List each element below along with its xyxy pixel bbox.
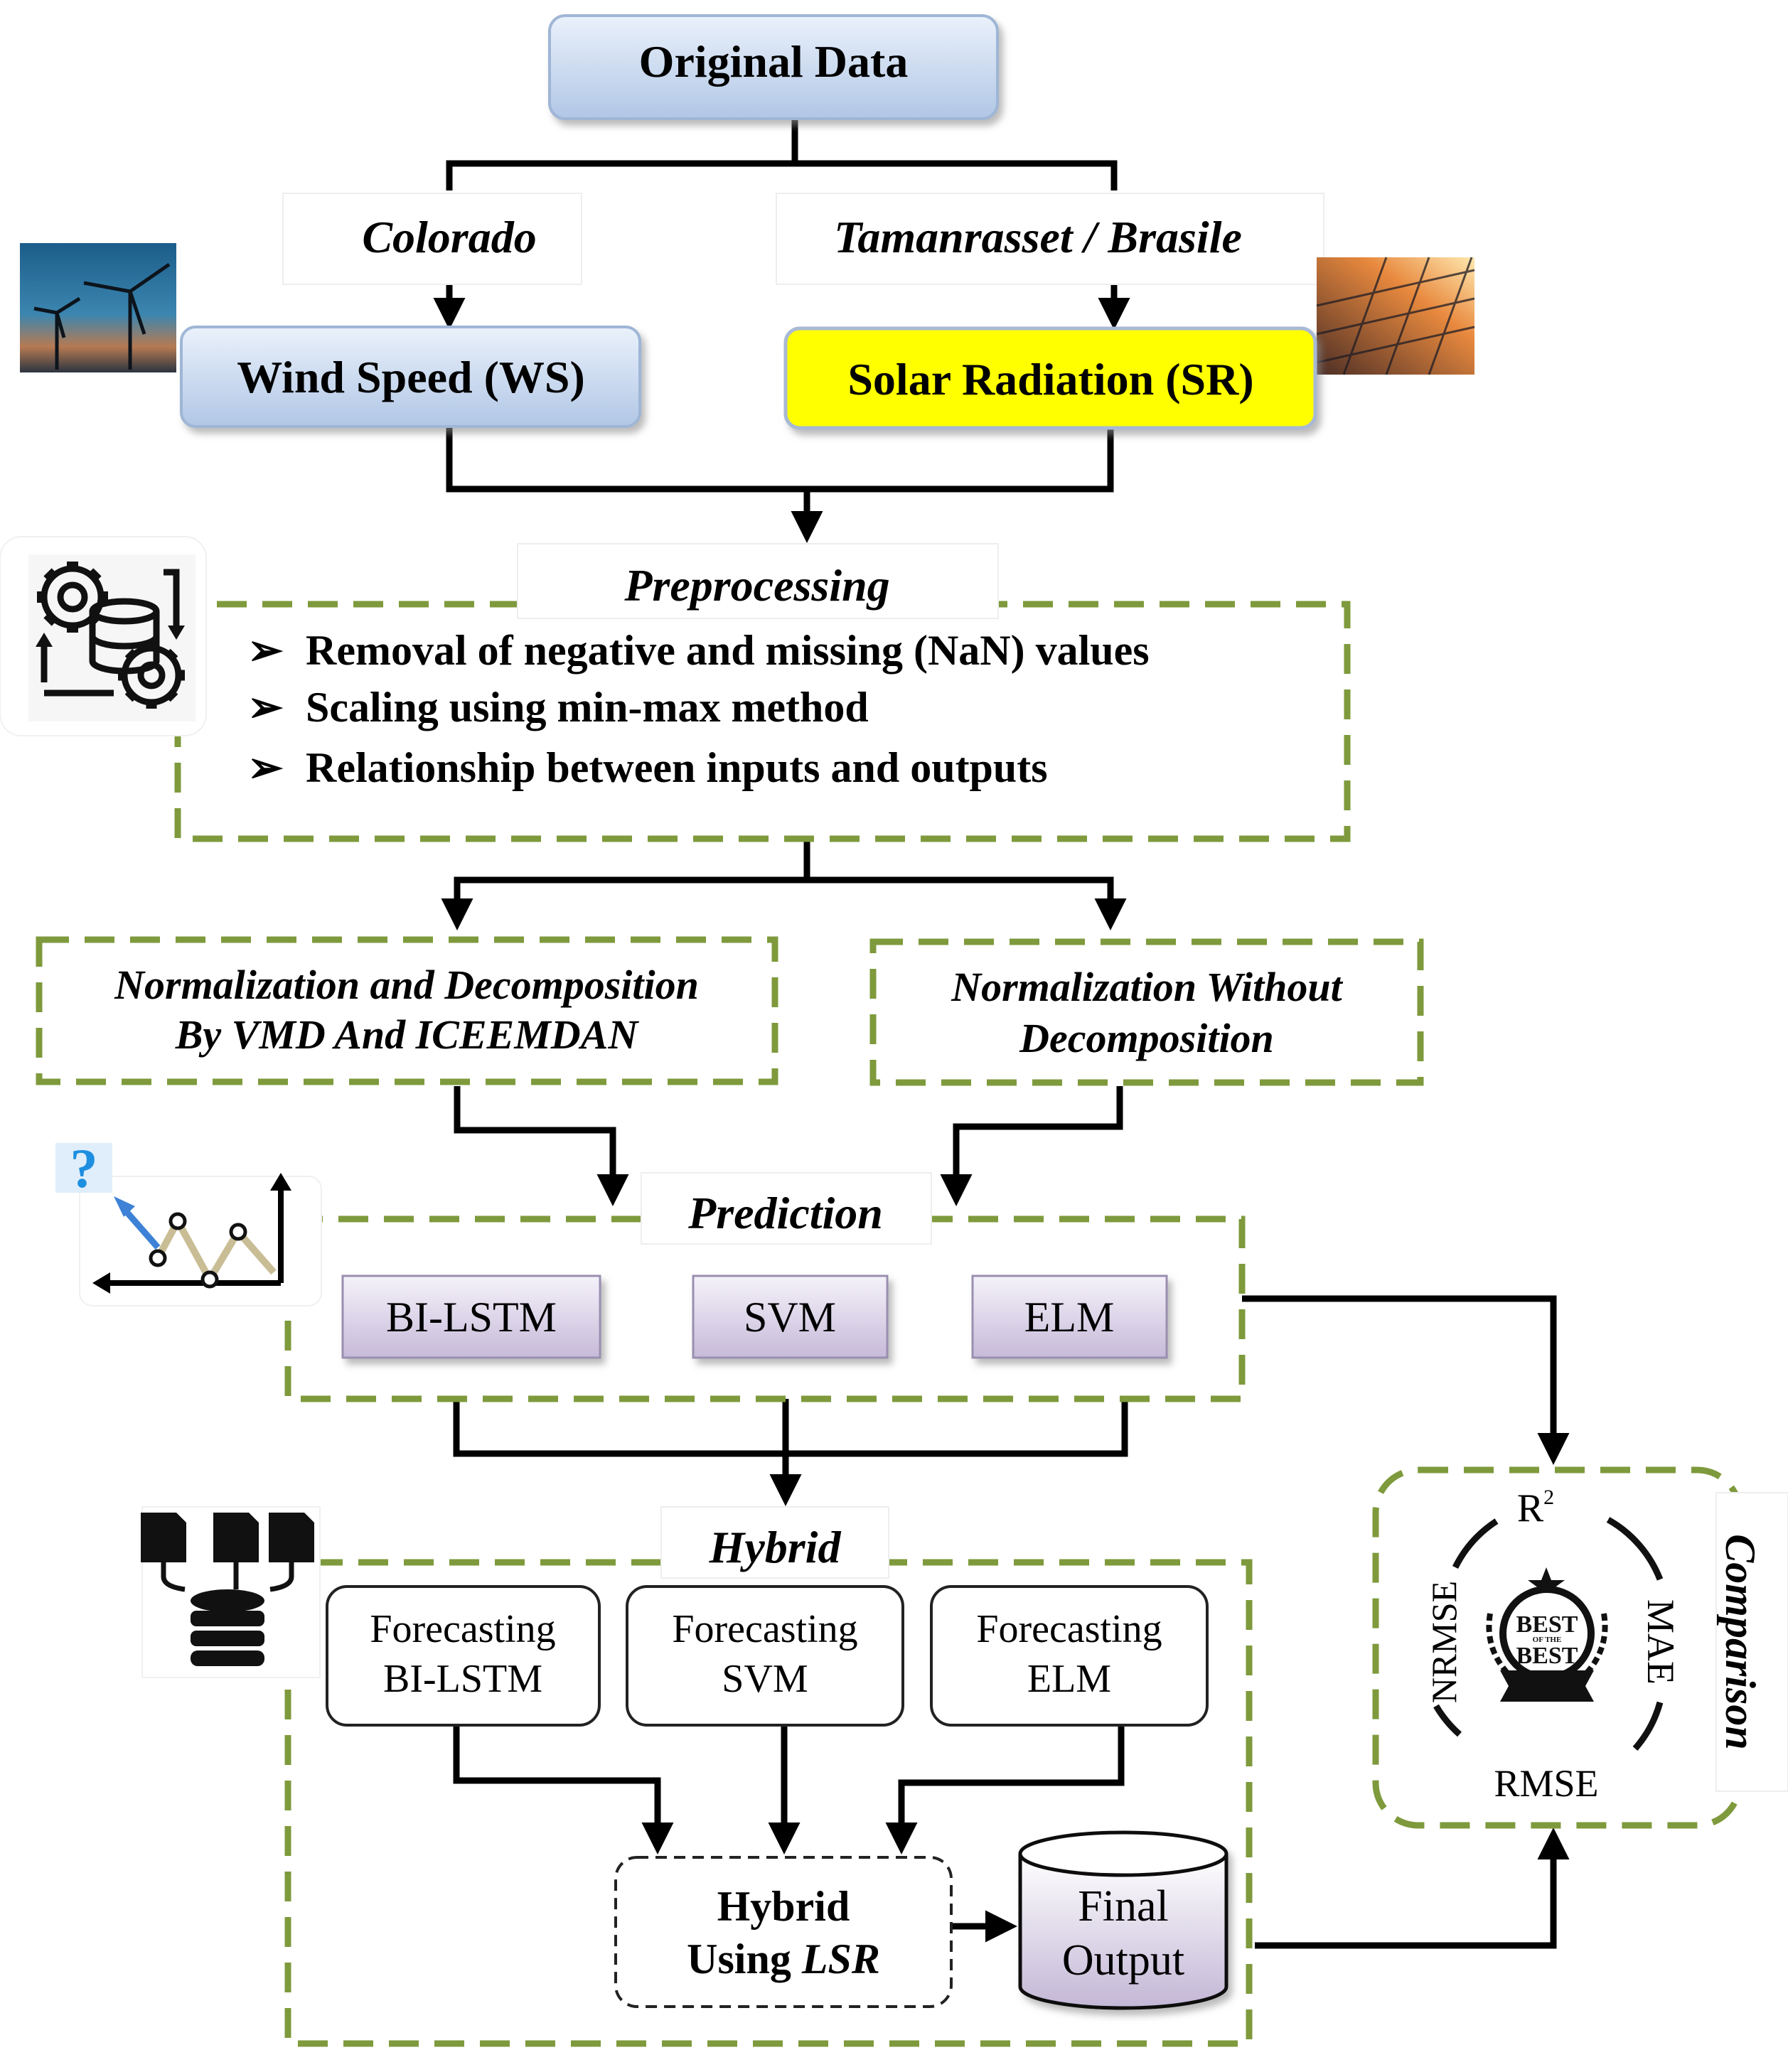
hybrid-lsr-box: Hybrid Using LSR bbox=[614, 1856, 953, 2008]
final-output-line2: Output bbox=[1062, 1936, 1184, 1985]
database-documents-icon bbox=[141, 1506, 321, 1678]
normalization-decomposition-line1: Normalization and Decomposition bbox=[114, 962, 699, 1008]
forecast-bilstm-line1: Forecasting bbox=[370, 1607, 555, 1651]
bullet-arrow-3: ➢ bbox=[247, 744, 284, 791]
preprocessing-panel: Preprocessing ➢ Removal of negative and … bbox=[174, 543, 1351, 842]
prediction-chart-icon: ? bbox=[55, 1137, 322, 1306]
original-data-box: Original Data bbox=[548, 14, 999, 120]
hybrid-lsr-method: LSR bbox=[801, 1936, 880, 1982]
model-box-bilstm: BI-LSTM bbox=[341, 1274, 601, 1359]
bullet-arrow-2: ➢ bbox=[247, 684, 284, 731]
preprocessing-bullet-3: Relationship between inputs and outputs bbox=[306, 744, 1048, 791]
prediction-title: Prediction bbox=[687, 1188, 883, 1238]
connector-lines bbox=[433, 112, 1570, 1949]
forecast-elm-line2: ELM bbox=[1027, 1657, 1111, 1701]
best-of-the-best-badge-icon: BEST OF THE BEST bbox=[1486, 1567, 1608, 1702]
hybrid-lsr-using: Using bbox=[687, 1936, 802, 1982]
badge-small: OF THE bbox=[1533, 1636, 1562, 1644]
metric-r2: R2 bbox=[1517, 1486, 1554, 1530]
hybrid-lsr-line2: Using LSR bbox=[687, 1936, 880, 1982]
normalization-decomposition-box: Normalization and Decomposition By VMD A… bbox=[36, 936, 778, 1085]
wind-speed-label: Wind Speed (WS) bbox=[237, 352, 585, 402]
prediction-panel: Prediction BI-LSTM SVM ELM bbox=[284, 1172, 1246, 1402]
comparison-title: Comparison bbox=[1717, 1534, 1764, 1749]
solar-radiation-box: Solar Radiation (SR) bbox=[783, 326, 1317, 430]
preprocessing-bullets: ➢ Removal of negative and missing (NaN) … bbox=[247, 627, 1150, 791]
model-box-svm: SVM bbox=[692, 1274, 889, 1359]
wind-turbine-image bbox=[20, 243, 176, 372]
forecast-svm-line2: SVM bbox=[722, 1657, 808, 1701]
connector-preproc-split bbox=[454, 837, 1110, 924]
connector-prediction-to-hybrid bbox=[453, 1399, 1128, 1500]
metric-rmse: RMSE bbox=[1494, 1762, 1598, 1805]
metric-r2-superscript: 2 bbox=[1543, 1486, 1554, 1509]
preprocessing-bullet-1: Removal of negative and missing (NaN) va… bbox=[306, 627, 1150, 674]
forecast-box-elm: Forecasting ELM bbox=[930, 1585, 1209, 1727]
preprocessing-bullet-2: Scaling using min-max method bbox=[306, 684, 869, 731]
arrow-fc-bilstm-to-lsr bbox=[453, 1719, 674, 1854]
bullet-arrow-1: ➢ bbox=[247, 627, 284, 674]
colorado-label-box: Colorado bbox=[282, 193, 582, 285]
preprocessing-title: Preprocessing bbox=[623, 560, 889, 611]
normalization-decomposition-line2: By VMD And ICEEMDAN bbox=[175, 1011, 640, 1058]
metric-nrmse: NRMSE bbox=[1424, 1581, 1464, 1703]
arrow-fc-elm-to-lsr bbox=[885, 1719, 1125, 1854]
solar-radiation-label: Solar Radiation (SR) bbox=[847, 354, 1253, 404]
original-data-label: Original Data bbox=[639, 36, 909, 87]
metric-mae: MAE bbox=[1639, 1599, 1682, 1685]
gear-database-icon bbox=[0, 536, 207, 736]
normalization-without-decomposition-box: Normalization Without Decomposition bbox=[869, 938, 1424, 1086]
model-label-bilstm: BI-LSTM bbox=[386, 1294, 557, 1341]
tamanrasset-label-box: Tamanrasset / Brasile bbox=[776, 193, 1324, 285]
comparison-panel: Comparison R2 MAE RMSE NRMSE BEST OF THE… bbox=[1372, 1466, 1788, 1829]
question-mark-icon: ? bbox=[70, 1137, 98, 1199]
normalization-without-line1: Normalization Without bbox=[951, 964, 1343, 1010]
model-label-svm: SVM bbox=[744, 1294, 836, 1341]
colorado-label: Colorado bbox=[362, 212, 536, 262]
comparison-cycle-arcs bbox=[1433, 1517, 1664, 1751]
tamanrasset-label: Tamanrasset / Brasile bbox=[834, 212, 1242, 262]
forecast-svm-line1: Forecasting bbox=[672, 1607, 857, 1651]
metric-r2-base: R bbox=[1517, 1486, 1544, 1530]
normalization-without-line2: Decomposition bbox=[1019, 1015, 1274, 1061]
hybrid-lsr-line1: Hybrid bbox=[717, 1883, 850, 1930]
connector-sources-merge bbox=[446, 426, 1114, 537]
forecast-box-bilstm: Forecasting BI-LSTM bbox=[326, 1585, 601, 1727]
arrow-norm-left-to-prediction bbox=[454, 1086, 629, 1206]
hybrid-title: Hybrid bbox=[709, 1522, 842, 1572]
model-label-elm: ELM bbox=[1024, 1294, 1115, 1341]
connector-original-split bbox=[446, 112, 1118, 190]
hybrid-panel: Hybrid Forecasting BI-LSTM Forecasting S… bbox=[284, 1506, 1253, 2047]
final-output-line1: Final bbox=[1078, 1882, 1168, 1931]
forecast-elm-line1: Forecasting bbox=[976, 1607, 1162, 1651]
forecast-bilstm-line2: BI-LSTM bbox=[383, 1657, 542, 1701]
final-output-cylinder: Final Output bbox=[1018, 1830, 1228, 2010]
arrow-final-to-comparison bbox=[1255, 1827, 1570, 1949]
solar-panel-image bbox=[1316, 257, 1475, 375]
wind-speed-box: Wind Speed (WS) bbox=[180, 326, 641, 428]
badge-line2: BEST bbox=[1516, 1643, 1578, 1669]
forecast-box-svm: Forecasting SVM bbox=[626, 1585, 904, 1727]
arrow-norm-right-to-prediction bbox=[940, 1086, 1123, 1206]
badge-line1: BEST bbox=[1516, 1611, 1578, 1638]
model-box-elm: ELM bbox=[971, 1274, 1168, 1359]
arrow-prediction-to-comparison bbox=[1242, 1295, 1570, 1465]
